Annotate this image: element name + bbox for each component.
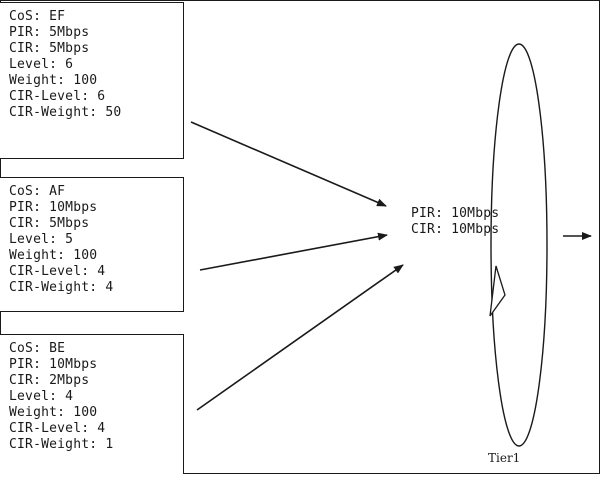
queue-line: CoS: BE xyxy=(9,341,66,356)
queue-line: PIR: 10Mbps xyxy=(9,200,98,215)
tier-cycle-arrow-icon xyxy=(489,265,506,317)
arrow-af-to-tier xyxy=(199,232,388,271)
queue-line: CIR-Weight: 50 xyxy=(9,105,122,120)
queue-line: CIR: 2Mbps xyxy=(9,373,90,388)
tier-pir: PIR: 10Mbps xyxy=(411,206,500,221)
tier-ellipse xyxy=(490,43,548,447)
queue-line: CIR-Level: 4 xyxy=(9,421,106,436)
queue-line: Level: 5 xyxy=(9,232,74,247)
queue-line: CIR: 5Mbps xyxy=(9,41,90,56)
queue-line: CoS: EF xyxy=(9,9,66,24)
queue-line: PIR: 10Mbps xyxy=(9,357,98,372)
tier-rates: PIR: 10Mbps CIR: 10Mbps xyxy=(411,206,499,238)
queue-box-be: CoS: BE PIR: 10Mbps CIR: 2Mbps Level: 4 … xyxy=(0,334,184,474)
queue-line: Level: 4 xyxy=(9,389,74,404)
queue-line: CIR: 5Mbps xyxy=(9,216,90,231)
queue-line: Weight: 100 xyxy=(9,248,98,263)
queue-line: PIR: 5Mbps xyxy=(9,25,90,40)
queue-line: CIR-Weight: 4 xyxy=(9,280,114,295)
queue-box-ef: CoS: EF PIR: 5Mbps CIR: 5Mbps Level: 6 W… xyxy=(0,2,184,159)
queue-line: Weight: 100 xyxy=(9,73,98,88)
queue-line: CoS: AF xyxy=(9,184,66,199)
queue-box-af: CoS: AF PIR: 10Mbps CIR: 5Mbps Level: 5 … xyxy=(0,177,184,312)
queue-line: Weight: 100 xyxy=(9,405,98,420)
queue-line: CIR-Level: 6 xyxy=(9,89,106,104)
queue-line: Level: 6 xyxy=(9,57,74,72)
tier-label: Tier1 xyxy=(488,451,521,465)
queue-line: CIR-Level: 4 xyxy=(9,264,106,279)
arrow-ef-to-tier xyxy=(190,121,387,207)
tier-cir: CIR: 10Mbps xyxy=(411,222,500,237)
queue-line: CIR-Weight: 1 xyxy=(9,437,114,452)
arrow-be-to-tier xyxy=(196,264,404,411)
